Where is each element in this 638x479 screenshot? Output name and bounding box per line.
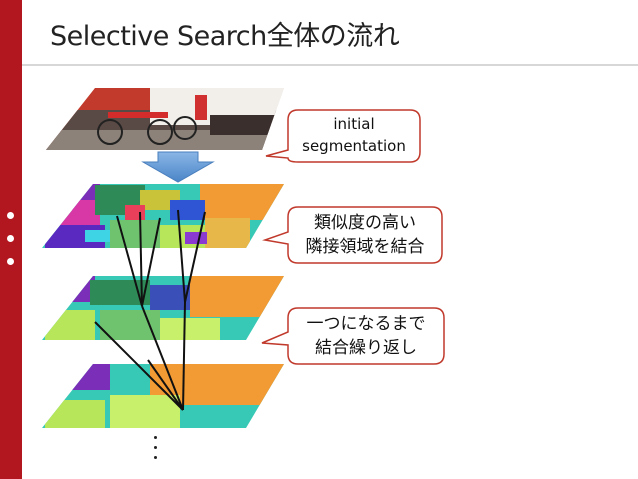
left-accent-bar xyxy=(0,0,22,479)
callout-initial-segmentation xyxy=(265,109,421,163)
callout-line: segmentation xyxy=(302,137,406,155)
down-arrow-icon xyxy=(141,151,215,183)
input-image-layer xyxy=(46,88,284,150)
segmentation-layer-3 xyxy=(42,364,284,428)
bullet-dot-icon xyxy=(7,258,14,265)
callout-line: 類似度の高い xyxy=(314,213,416,233)
segmentation-layer-1 xyxy=(42,184,284,248)
callout-line: 隣接領域を結合 xyxy=(305,237,425,257)
merge-tree-lines xyxy=(94,209,206,411)
title-area xyxy=(22,0,638,64)
callout-text-merge-similar: 類似度の高い 隣接領域を結合 xyxy=(290,211,440,259)
vertical-ellipsis-icon xyxy=(152,436,160,466)
slide-title: Selective Search全体の流れ xyxy=(50,21,400,52)
callout-merge-similar xyxy=(262,206,443,264)
callout-repeat-merge xyxy=(261,307,445,365)
callout-line: 結合繰り返し xyxy=(315,338,417,358)
callout-text-initial: initial segmentation xyxy=(290,113,418,157)
bullet-dot-icon xyxy=(7,212,14,219)
callout-text-repeat-merge: 一つになるまで 結合繰り返し xyxy=(290,312,442,360)
bullet-dot-icon xyxy=(7,235,14,242)
segmentation-layer-2 xyxy=(42,276,284,340)
callout-line: 一つになるまで xyxy=(306,314,426,334)
callout-line: initial xyxy=(333,115,375,133)
title-divider xyxy=(22,64,638,66)
